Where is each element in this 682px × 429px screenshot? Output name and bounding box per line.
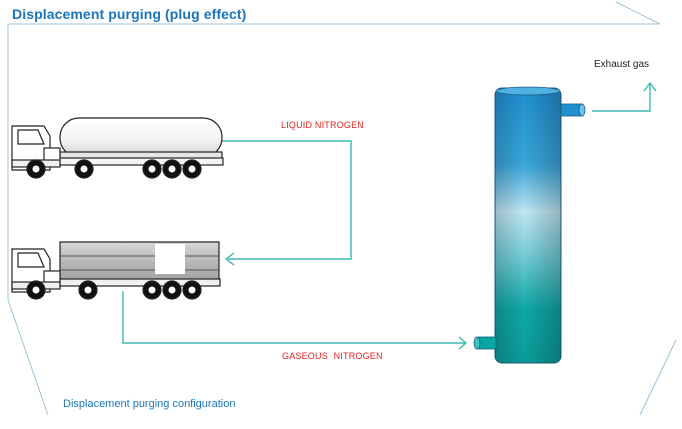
tanker-wheels bbox=[26, 159, 202, 179]
diagram-caption: Displacement purging configuration bbox=[63, 398, 236, 410]
column-outlet-nozzle bbox=[560, 103, 586, 117]
gaseous-nitrogen-line bbox=[122, 291, 468, 350]
liquid-nitrogen-tanker-truck bbox=[11, 117, 224, 179]
liquid-nitrogen-line bbox=[221, 140, 352, 266]
frame-right-diag bbox=[639, 339, 677, 416]
column-inlet-nozzle bbox=[473, 336, 497, 350]
frame-top-right bbox=[615, 1, 661, 25]
exhaust-gas-line bbox=[592, 81, 657, 112]
gaseous-nitrogen-label: GASEOUS NITROGEN bbox=[282, 351, 383, 361]
liquid-nitrogen-label: LIQUID NITROGEN bbox=[281, 120, 365, 130]
page-title: Displacement purging (plug effect) bbox=[12, 6, 247, 22]
exhaust-gas-label: Exhaust gas bbox=[594, 59, 650, 70]
frame bbox=[7, 1, 677, 416]
frame-left-diag bbox=[7, 299, 49, 416]
gaseous-nitrogen-trailer-truck bbox=[11, 241, 221, 300]
purging-column bbox=[494, 86, 562, 364]
